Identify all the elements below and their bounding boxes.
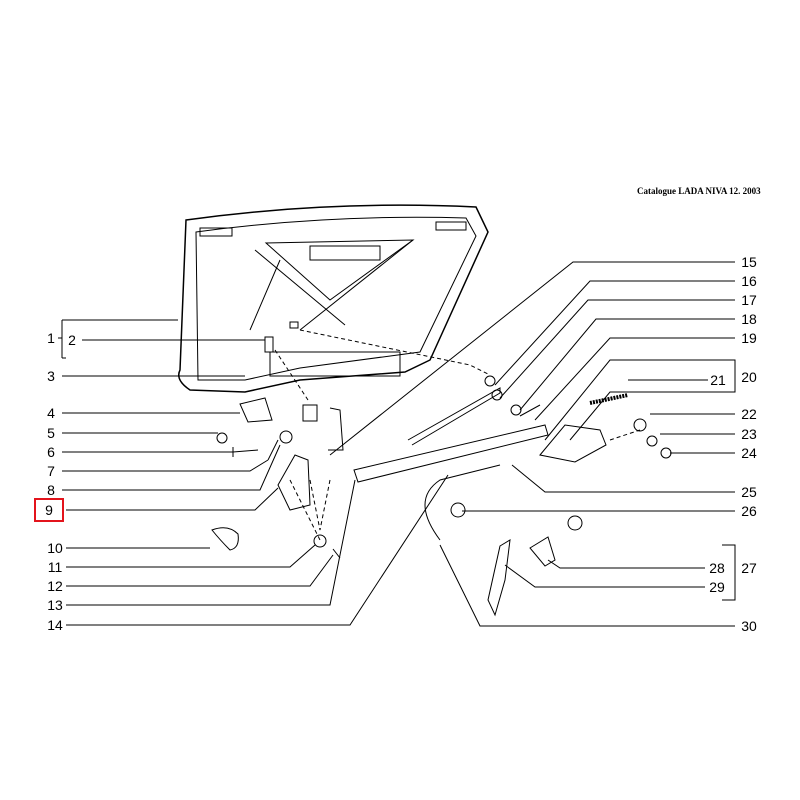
callout-2[interactable]: 2 [68,332,76,348]
callout-5[interactable]: 5 [47,425,55,441]
callout-14[interactable]: 14 [47,617,63,633]
callout-27[interactable]: 27 [741,560,757,576]
callout-28[interactable]: 28 [709,560,725,576]
leader-lines [58,261,736,627]
callout-23[interactable]: 23 [741,426,757,442]
callout-26[interactable]: 26 [741,503,757,519]
highlight-box [34,498,64,522]
callout-25[interactable]: 25 [741,484,757,500]
callout-22[interactable]: 22 [741,406,757,422]
catalogue-caption: Catalogue LADA NIVA 12. 2003 [637,186,761,196]
callout-17[interactable]: 17 [741,292,757,308]
callout-12[interactable]: 12 [47,578,63,594]
latch-parts [211,375,672,617]
callout-1[interactable]: 1 [47,330,55,346]
callout-13[interactable]: 13 [47,597,63,613]
callout-7[interactable]: 7 [47,463,55,479]
callout-11[interactable]: 11 [47,559,63,575]
callout-6[interactable]: 6 [47,444,55,460]
callout-30[interactable]: 30 [741,618,757,634]
callout-15[interactable]: 15 [741,254,757,270]
callout-19[interactable]: 19 [741,330,757,346]
callout-16[interactable]: 16 [741,273,757,289]
callout-9[interactable]: 9 [45,502,53,518]
callout-24[interactable]: 24 [741,445,757,461]
callout-21[interactable]: 21 [710,372,726,388]
callout-8[interactable]: 8 [47,482,55,498]
dashed-guides [274,329,641,541]
callout-18[interactable]: 18 [741,311,757,327]
callout-3[interactable]: 3 [47,368,55,384]
callout-20[interactable]: 20 [741,369,757,385]
callout-10[interactable]: 10 [47,540,63,556]
hood-panel [178,204,489,393]
callout-4[interactable]: 4 [47,405,55,421]
callout-29[interactable]: 29 [709,579,725,595]
